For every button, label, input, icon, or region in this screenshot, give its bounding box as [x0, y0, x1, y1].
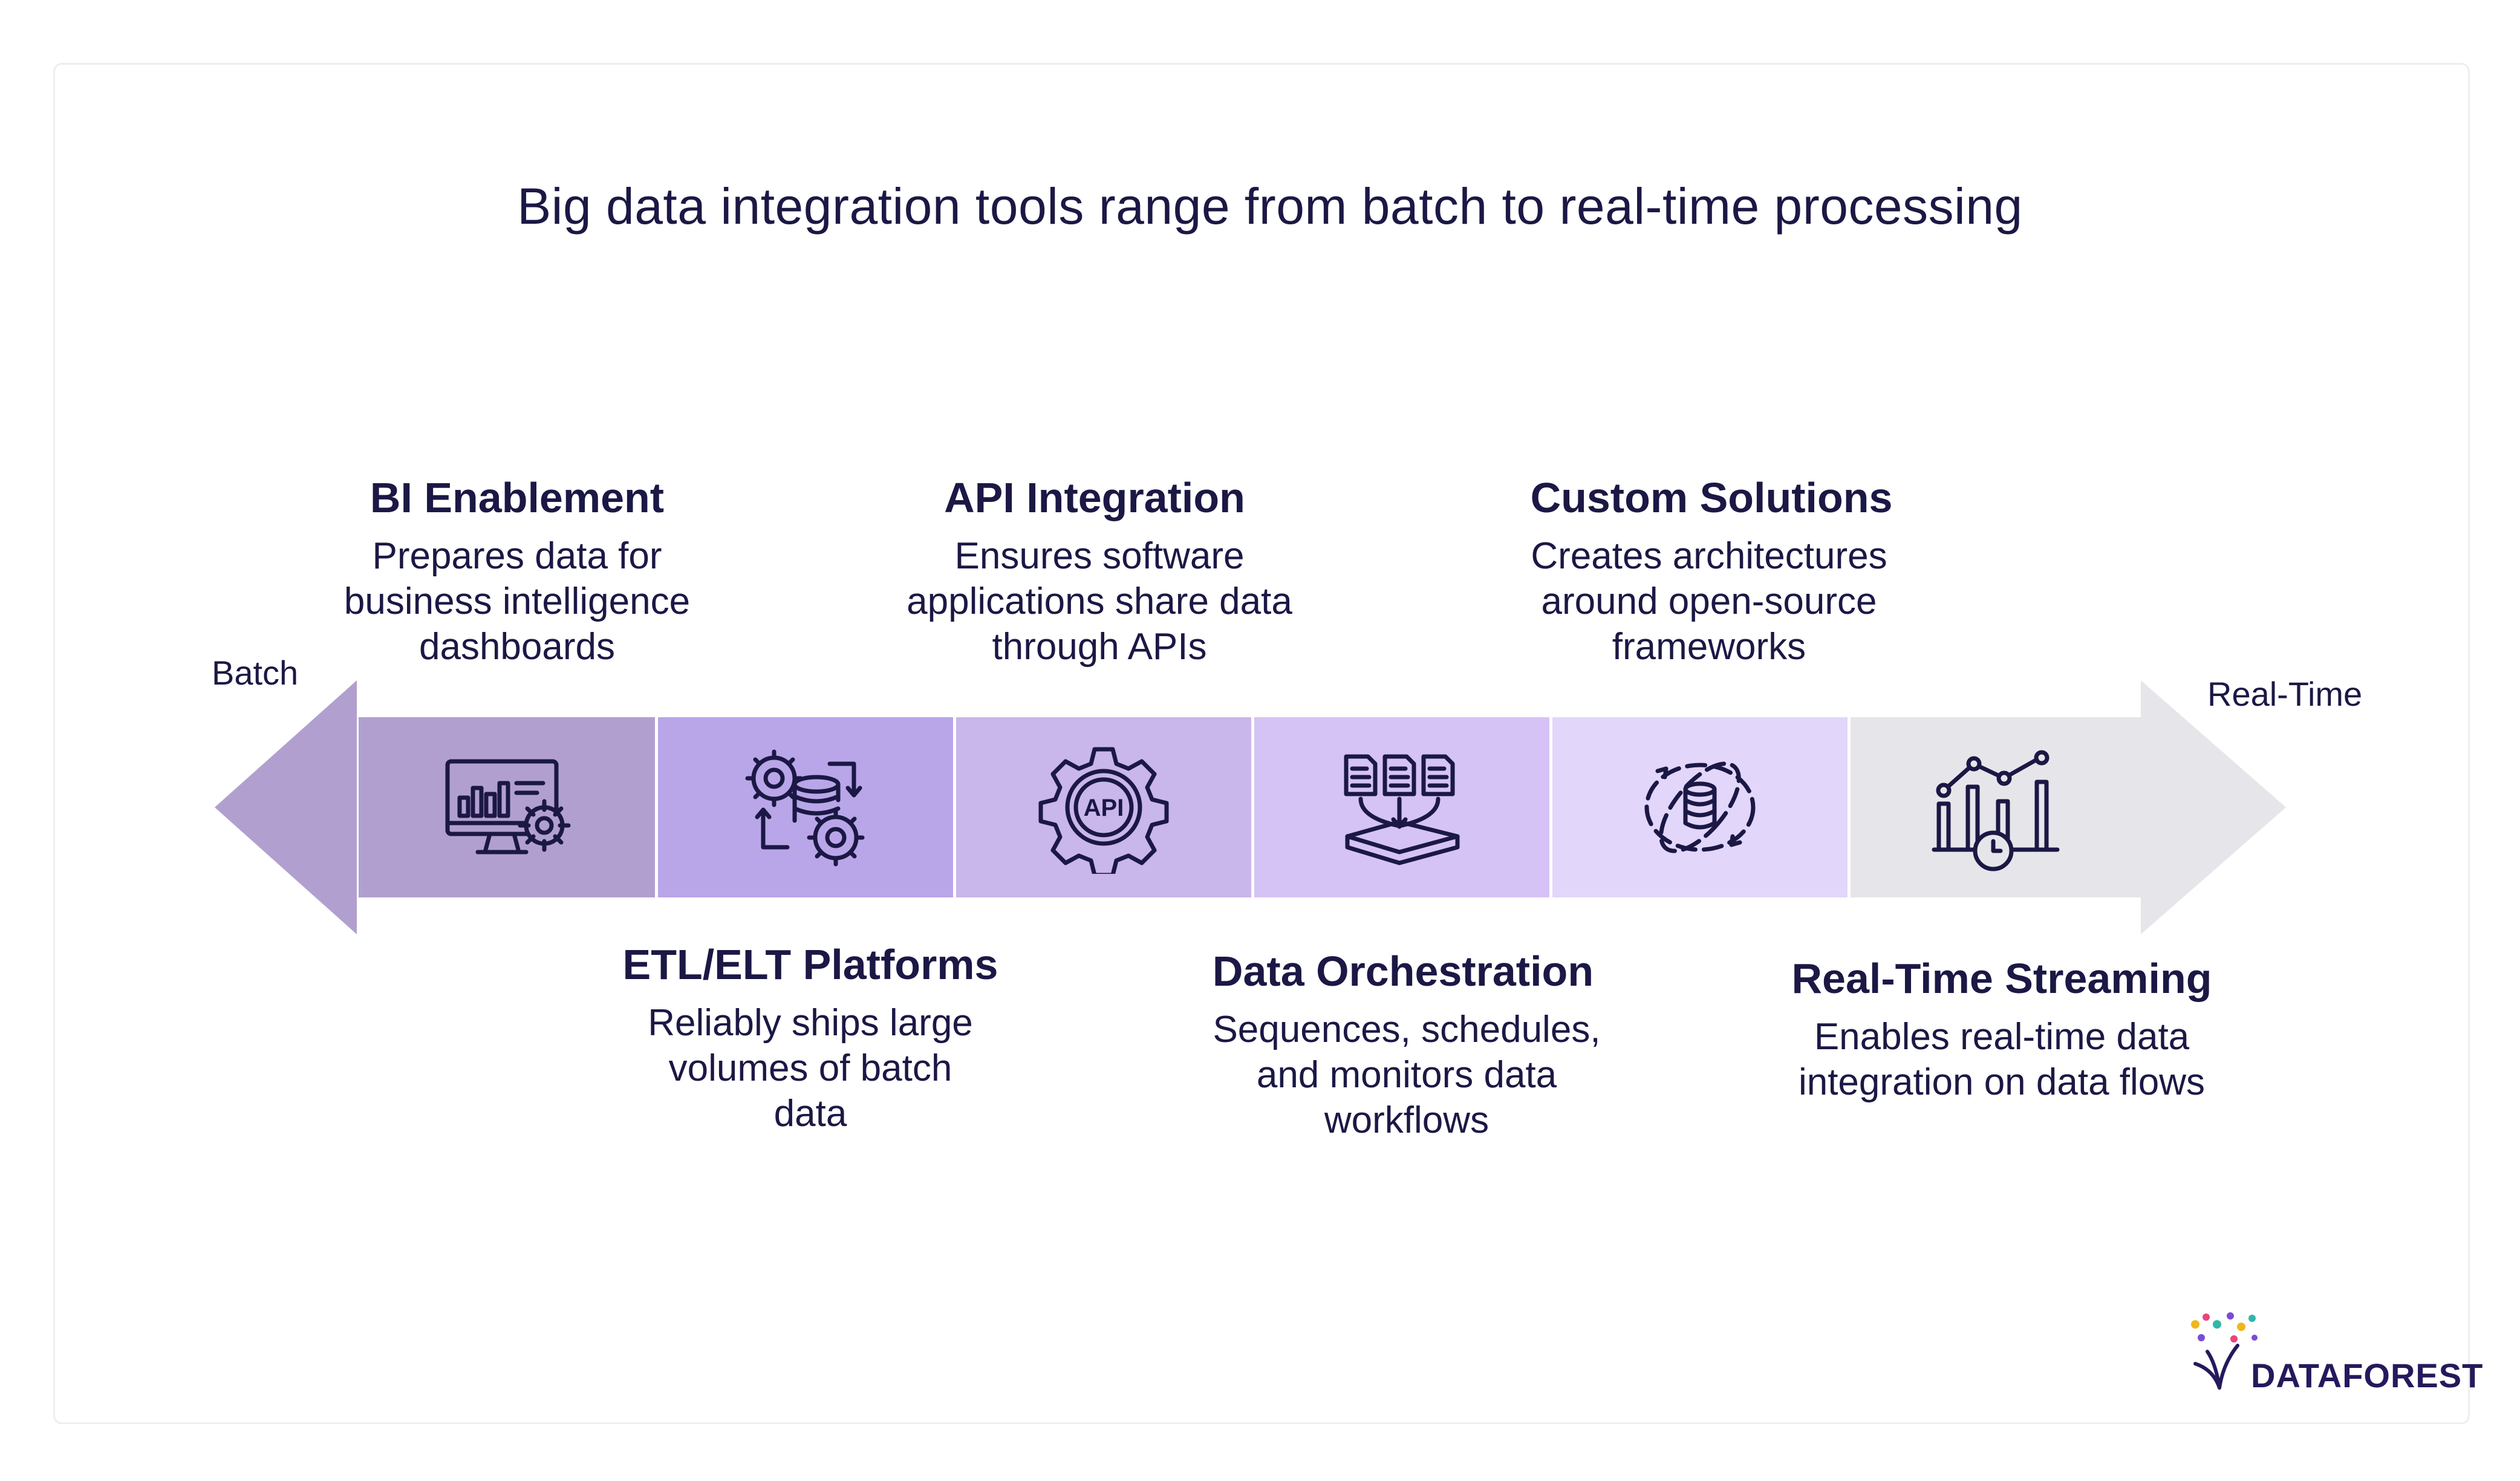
stage-custom-solutions: Custom Solutions Creates architectures a…: [1494, 472, 1929, 669]
stage-api-integration: API Integration Ensures software applica…: [877, 472, 1312, 669]
stage-bi-enablement: BI Enablement Prepares data for business…: [305, 472, 729, 669]
left-arrowhead: [215, 680, 357, 934]
documents-tray-icon: [1344, 754, 1460, 865]
real-time-label: Real-Time: [2207, 675, 2363, 713]
api-gear-icon: API: [1038, 747, 1169, 874]
stage-description: Enables real-time data integration on da…: [1798, 1016, 2206, 1103]
right-arrowhead: [2141, 680, 2286, 934]
batch-label: Batch: [212, 654, 299, 692]
segment-2: [658, 717, 953, 897]
segment-5: [1552, 717, 1848, 897]
stage-etl-elt-platforms: ETL/ELT Platforms Reliably ships large v…: [593, 939, 1028, 1136]
stage-title: Data Orchestration: [1212, 948, 1594, 995]
dataforest-wordmark: DATAFOREST: [2251, 1356, 2484, 1395]
stage-description: Prepares data for business intelligence …: [343, 535, 691, 668]
bar-chart-clock-icon: [1932, 750, 2060, 871]
stage-data-orchestration: Data Orchestration Sequences, schedules,…: [1185, 945, 1621, 1143]
stage-description: Creates architectures around open-source…: [1531, 535, 1887, 668]
stage-description: Ensures software applications share data…: [907, 535, 1292, 668]
stage-description: Reliably ships large volumes of batch da…: [648, 1002, 973, 1134]
monitor-chart-gear-icon: [445, 759, 571, 854]
segment-4: [1254, 717, 1549, 897]
stage-title: BI Enablement: [370, 474, 665, 521]
stage-description: Sequences, schedules, and monitors data …: [1213, 1009, 1601, 1141]
database-orbit-icon: [1644, 761, 1756, 853]
stage-title: ETL/ELT Platforms: [622, 941, 998, 988]
stage-title: API Integration: [944, 474, 1245, 521]
stage-title: Custom Solutions: [1530, 474, 1893, 521]
gears-database-icon: [745, 749, 865, 867]
diagram-title: Big data integration tools range from ba…: [517, 178, 2023, 235]
svg-text:API: API: [1084, 795, 1124, 821]
stage-title: Real-Time Streaming: [1791, 955, 2212, 1002]
stage-real-time-streaming: Real-Time Streaming Enables real-time da…: [1772, 952, 2232, 1105]
dataforest-logo: [2191, 1312, 2258, 1390]
